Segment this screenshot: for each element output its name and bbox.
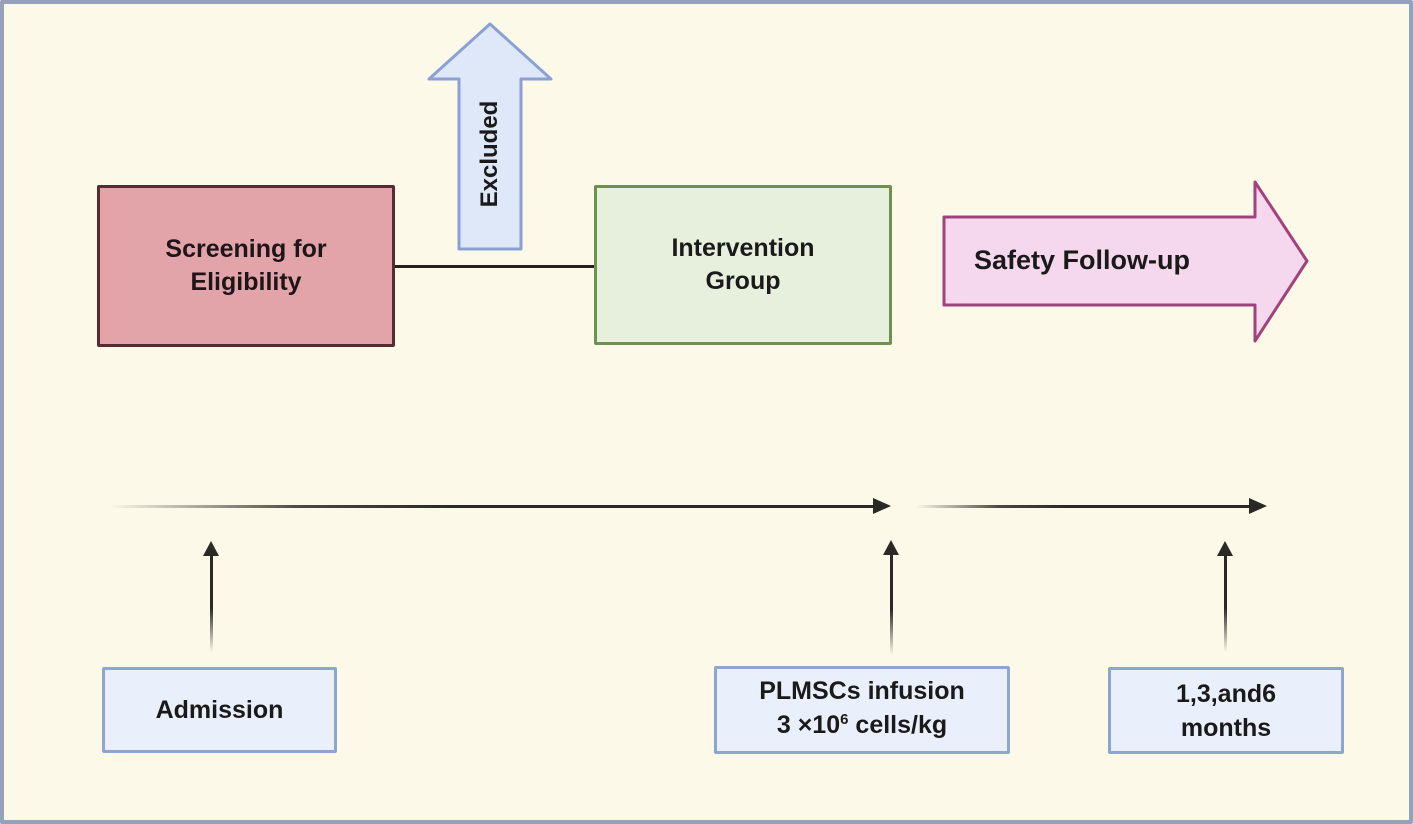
followup-label-line1: 1,3,and6 xyxy=(1175,679,1277,708)
infusion-dose-prefix: 3 ×10 xyxy=(776,711,841,739)
admission-up-arrow-head-icon xyxy=(203,541,219,556)
followup-up-arrow-head-icon xyxy=(1217,541,1233,556)
infusion-dose-line: 3 ×106 cells/kg xyxy=(777,708,947,746)
infusion-up-arrow-head-icon xyxy=(883,540,899,555)
intervention-label-line2: Group xyxy=(705,267,781,295)
admission-up-arrow-line xyxy=(210,554,213,652)
screening-label-line2: Eligibility xyxy=(190,268,302,296)
followup-label-line2: months xyxy=(1180,713,1272,742)
screening-label-line1: Screening for xyxy=(165,235,327,263)
followup-months-box: 1,3,and6 months xyxy=(1108,667,1344,754)
plmscs-infusion-box: PLMSCs infusion 3 ×106 cells/kg xyxy=(714,666,1010,754)
timeline-arrow-2-head-icon xyxy=(1249,498,1267,514)
admission-box: Admission xyxy=(102,667,337,753)
followup-up-arrow-line xyxy=(1224,554,1227,652)
screening-intervention-connector-line xyxy=(395,265,594,268)
admission-label: Admission xyxy=(155,696,284,724)
timeline-arrow-2-line xyxy=(916,505,1250,508)
infusion-dose-suffix: cells/kg xyxy=(848,711,948,739)
screening-eligibility-box: Screening for Eligibility xyxy=(97,185,395,347)
safety-arrow-outline xyxy=(942,180,1309,343)
infusion-up-arrow-line xyxy=(890,553,893,655)
safety-followup-label: Safety Follow-up xyxy=(974,244,1190,275)
intervention-group-box: Intervention Group xyxy=(594,185,892,345)
safety-followup-arrow xyxy=(942,180,1309,343)
excluded-label: Excluded xyxy=(476,100,503,208)
infusion-dose-exponent: 6 xyxy=(840,711,849,728)
timeline-arrow-1-head-icon xyxy=(873,498,891,514)
timeline-arrow-1-line xyxy=(109,505,875,508)
excluded-arrow-outline xyxy=(427,22,553,251)
safety-arrow-shape xyxy=(944,182,1307,341)
intervention-label-line1: Intervention xyxy=(671,234,815,262)
excluded-up-arrow xyxy=(427,22,553,251)
infusion-label-line1: PLMSCs infusion xyxy=(759,677,965,705)
